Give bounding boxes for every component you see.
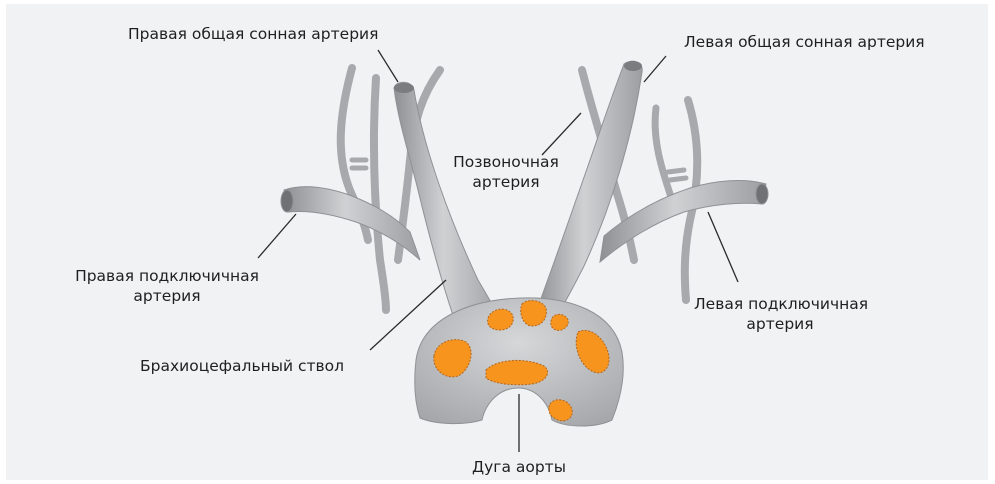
label-right-subclavian-line2: артерия [72, 286, 262, 306]
label-left-common-carotid: Левая общая сонная артерия [684, 32, 925, 52]
label-left-subclavian-line2: артерия [694, 314, 866, 334]
label-vertebral-artery: Позвоночная артерия [446, 152, 566, 192]
label-aortic-arch: Дуга аорты [456, 457, 582, 477]
label-vertebral-line2: артерия [446, 172, 566, 192]
leader-vertebral [542, 113, 581, 155]
left-carotid-opening [624, 61, 642, 71]
brachiocephalic-trunk-vessel [394, 82, 504, 330]
label-right-subclavian: Правая подключичная артерия [72, 266, 262, 306]
label-left-subclavian-line1: Левая подключичная [694, 294, 866, 314]
leader-right-carotid [378, 50, 398, 82]
leader-left-subclavian [708, 212, 738, 282]
label-right-common-carotid: Правая общая сонная артерия [128, 24, 378, 44]
left-subclavian-opening [756, 184, 768, 204]
leader-right-subclavian [258, 214, 296, 258]
right-carotid-opening [394, 83, 414, 93]
plaque [486, 360, 548, 384]
label-right-subclavian-line1: Правая подключичная [72, 266, 262, 286]
right-subclavian-opening [281, 190, 293, 212]
label-left-subclavian: Левая подключичная артерия [694, 294, 866, 334]
leader-left-carotid [644, 56, 666, 82]
label-vertebral-line1: Позвоночная [446, 152, 566, 172]
label-brachiocephalic-trunk: Брахиоцефальный ствол [140, 356, 344, 376]
